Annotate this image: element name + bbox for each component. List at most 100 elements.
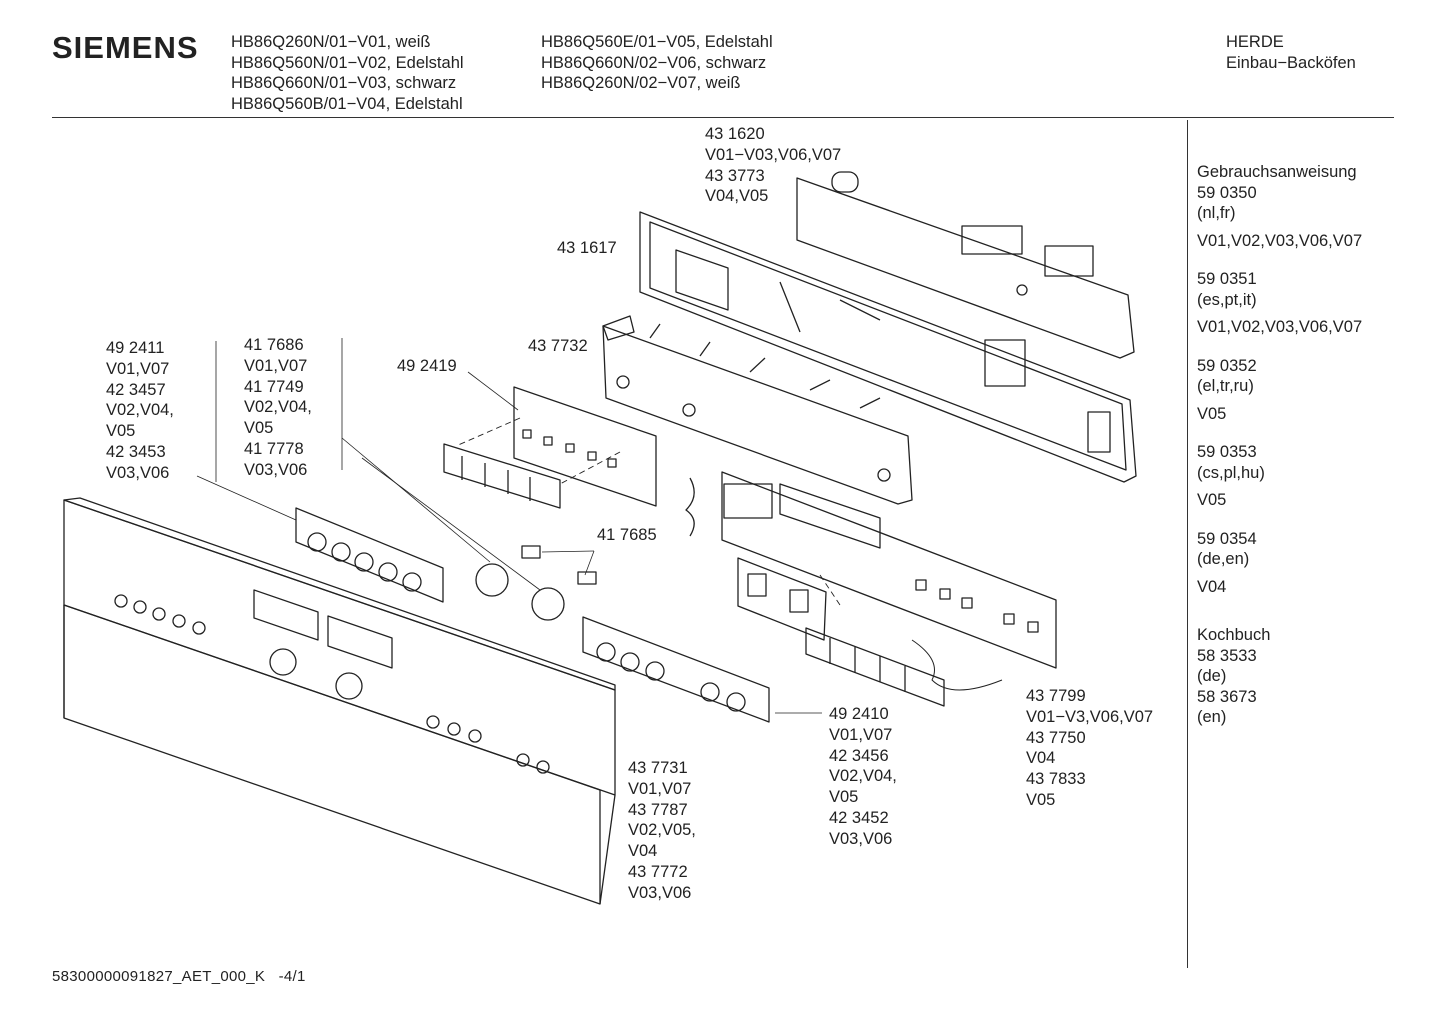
- variant-text: V04,V05: [705, 187, 769, 206]
- variant-text: V03,V06: [829, 829, 893, 848]
- button-strip-left: [443, 443, 561, 509]
- document-code: 58300000091827_AET_000_K -4/1: [52, 968, 306, 985]
- part-number: 49 2419: [397, 357, 457, 375]
- manual-variants: V01,V02,V03,V06,V07: [1197, 318, 1363, 336]
- variant-text: V05: [829, 788, 859, 807]
- part-number: 41 7686: [244, 336, 304, 354]
- part-number: 43 1617: [557, 239, 617, 257]
- cookbook-number: 58 3673: [1197, 687, 1257, 706]
- sidebar-divider: [1187, 120, 1188, 968]
- variant-text: V01,V07: [628, 779, 692, 798]
- part-number: 41 7778: [244, 439, 304, 458]
- variant-text: V01,V07: [829, 725, 893, 744]
- label-492411: 49 2411 V01,V07 42 3457 V02,V04, V05 42 …: [106, 338, 174, 484]
- small-pcb: [513, 386, 657, 507]
- label-417685: 41 7685: [597, 525, 657, 546]
- cookbook-number: 58 3533: [1197, 646, 1257, 665]
- knob-block-left: [295, 507, 444, 603]
- brand-logo: SIEMENS: [52, 30, 199, 65]
- label-431617: 43 1617: [557, 238, 617, 259]
- variant-text: V02,V04,: [829, 767, 897, 786]
- leader-lines: [196, 338, 822, 714]
- main-pcb: [685, 471, 1057, 669]
- model-item: HB86Q260N/01−V01, weiß: [231, 33, 431, 51]
- top-pcb: [796, 171, 1135, 359]
- part-number: 42 3457: [106, 380, 166, 399]
- label-492419: 49 2419: [397, 356, 457, 377]
- variant-text: V04: [1026, 749, 1056, 768]
- variant-text: V01,V07: [244, 356, 308, 375]
- variant-text: V05: [106, 422, 136, 441]
- manual-langs: (el,tr,ru): [1197, 377, 1254, 395]
- part-number: 43 7799: [1026, 687, 1086, 705]
- model-item: HB86Q560B/01−V04, Edelstahl: [231, 94, 463, 113]
- part-number: 43 7750: [1026, 728, 1086, 747]
- label-492410: 49 2410 V01,V07 42 3456 V02,V04, V05 42 …: [829, 704, 897, 850]
- label-437731: 43 7731 V01,V07 43 7787 V02,V05, V04 43 …: [628, 758, 696, 904]
- part-number: 49 2411: [106, 339, 165, 357]
- manual-number: 59 0354: [1197, 529, 1257, 548]
- model-item: HB86Q560E/01−V05, Edelstahl: [541, 33, 773, 51]
- button-strip-right: [805, 627, 1003, 707]
- manual-number: 59 0350: [1197, 183, 1257, 202]
- category: HERDE Einbau−Backöfen: [1226, 32, 1356, 73]
- variant-text: V05: [1026, 790, 1056, 809]
- model-item: HB86Q660N/01−V03, schwarz: [231, 74, 457, 92]
- model-item: HB86Q260N/02−V07, weiß: [541, 74, 741, 92]
- manuals-section: Gebrauchsanweisung 59 0350 (nl,fr) V01,V…: [1197, 162, 1362, 728]
- model-list-1: HB86Q260N/01−V01, weiß HB86Q560N/01−V02,…: [231, 32, 464, 114]
- part-number: 43 7732: [528, 337, 588, 355]
- part-number: 41 7749: [244, 377, 304, 396]
- variant-text: V03,V06: [628, 883, 692, 902]
- manual-number: 59 0353: [1197, 443, 1257, 461]
- variant-text: V03,V06: [244, 460, 308, 479]
- manual-number: 59 0351: [1197, 270, 1257, 288]
- part-number: 43 3773: [705, 166, 765, 185]
- part-number: 43 7731: [628, 759, 688, 777]
- cookbook-title: Kochbuch: [1197, 626, 1271, 644]
- part-number: 43 1620: [705, 125, 765, 143]
- part-number: 49 2410: [829, 705, 889, 723]
- variant-text: V01,V07: [106, 359, 170, 378]
- variant-text: V05: [244, 419, 274, 438]
- category-line: Einbau−Backöfen: [1226, 53, 1356, 72]
- header-divider: [52, 117, 1394, 118]
- manual-variants: V04: [1197, 577, 1227, 596]
- variant-text: V02,V05,: [628, 821, 696, 840]
- part-number: 43 7833: [1026, 770, 1086, 789]
- variant-text: V02,V04,: [106, 401, 174, 420]
- part-number: 42 3453: [106, 442, 166, 461]
- label-417686: 41 7686 V01,V07 41 7749 V02,V04, V05 41 …: [244, 335, 312, 481]
- manual-variants: V05: [1197, 491, 1227, 509]
- manual-langs: (cs,pl,hu): [1197, 463, 1265, 482]
- back-frame: [639, 211, 1137, 483]
- part-number: 43 7787: [628, 800, 688, 819]
- manual-langs: (de,en): [1197, 550, 1250, 568]
- category-line: HERDE: [1226, 33, 1284, 51]
- switch-bracket: [602, 315, 913, 505]
- part-number: 42 3456: [829, 746, 889, 765]
- manual-variants: V05: [1197, 404, 1227, 423]
- manual-number: 59 0352: [1197, 356, 1257, 375]
- part-number: 43 7772: [628, 862, 688, 881]
- manual-langs: (es,pt,it): [1197, 290, 1257, 309]
- model-item: HB86Q560N/01−V02, Edelstahl: [231, 53, 464, 72]
- variant-text: V03,V06: [106, 463, 170, 482]
- manual-variants: V01,V02,V03,V06,V07: [1197, 231, 1363, 250]
- label-437799: 43 7799 V01−V3,V06,V07 43 7750 V04 43 78…: [1026, 686, 1153, 811]
- label-437732: 43 7732: [528, 336, 588, 357]
- power-module: [737, 557, 827, 641]
- label-431620: 43 1620 V01−V03,V06,V07 43 3773 V04,V05: [705, 124, 841, 207]
- knobs: [475, 545, 597, 621]
- part-number: 42 3452: [829, 808, 889, 827]
- variant-text: V01−V3,V06,V07: [1026, 707, 1154, 726]
- front-fascia: [63, 497, 616, 905]
- part-number: 41 7685: [597, 526, 657, 544]
- manual-title: Gebrauchsanweisung: [1197, 163, 1357, 181]
- manual-langs: (nl,fr): [1197, 204, 1236, 222]
- variant-text: V01−V03,V06,V07: [705, 145, 842, 164]
- cookbook-langs: (en): [1197, 708, 1227, 726]
- variant-text: V04: [628, 842, 658, 861]
- cookbook-langs: (de): [1197, 667, 1227, 685]
